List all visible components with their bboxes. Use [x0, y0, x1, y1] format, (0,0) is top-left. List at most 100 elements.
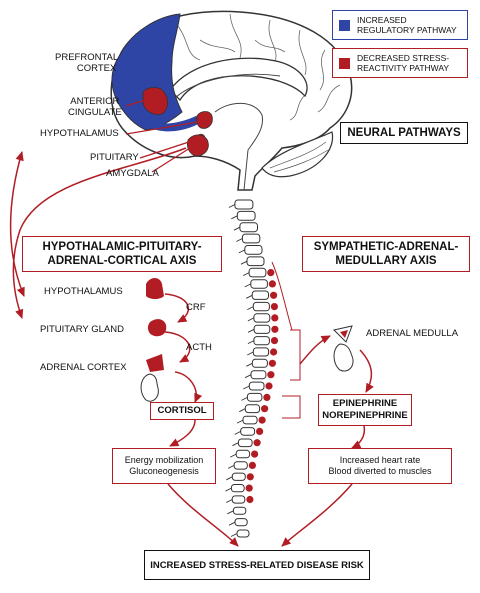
- label-adrenal-medulla: ADRENAL MEDULLA: [366, 328, 459, 339]
- ganglion-dot: [246, 495, 254, 504]
- ganglion-dot: [267, 269, 275, 277]
- amygdala-region: [187, 134, 209, 157]
- hormones-to-effects-arrow: [351, 425, 366, 449]
- ganglion-dot: [270, 303, 278, 311]
- connectors: [9, 147, 374, 547]
- label-amygdala-brain: AMYGDALA: [106, 168, 159, 179]
- label-prefrontal-cortex: PREFRONTAL CORTEX: [55, 52, 118, 74]
- cortisol-to-effects-arrow: [169, 419, 196, 447]
- spinous-process: [247, 306, 254, 311]
- label-cingulate: CINGULATE: [68, 107, 122, 118]
- spinous-process: [247, 317, 255, 322]
- adrenal-cortex-icon: [146, 354, 164, 372]
- vertebra: [232, 506, 247, 515]
- spinous-process: [227, 510, 234, 515]
- spinous-process: [247, 340, 255, 345]
- spinous-process: [230, 533, 238, 537]
- sam-effect-2: Blood diverted to muscles: [328, 466, 432, 476]
- spinal-column: [225, 199, 271, 538]
- sam-title-line1: SYMPATHETIC-ADRENAL-: [313, 241, 459, 253]
- vertebra: [246, 256, 265, 267]
- corpus-callosum: [169, 57, 308, 102]
- hpa-effect-1: Energy mobilization: [124, 455, 204, 465]
- crf-arrow: [164, 293, 190, 323]
- vertebra: [251, 358, 268, 368]
- label-adrenal-cortex: ADRENAL CORTEX: [40, 362, 127, 373]
- hpa-title-line1: HYPOTHALAMIC-PITUITARY-: [42, 241, 202, 253]
- ganglion-dot: [267, 371, 275, 379]
- sam-axis-title: SYMPATHETIC-ADRENAL- MEDULLARY AXIS: [302, 236, 470, 272]
- ganglion-dot: [261, 405, 269, 413]
- spinous-process: [245, 294, 253, 299]
- sympathetic-ganglia: [245, 269, 279, 504]
- hpa-axis-title: HYPOTHALAMIC-PITUITARY- ADRENAL-CORTICAL…: [22, 236, 222, 272]
- ganglion-dot: [270, 291, 278, 299]
- label-anterior-cingulate: ANTERIOR CINGULATE: [68, 96, 122, 118]
- ganglion-dot: [268, 359, 276, 367]
- vertebra: [250, 370, 267, 380]
- spinous-process: [225, 487, 232, 492]
- vertebra: [253, 324, 271, 334]
- hypothalamus-organ-icon: [146, 278, 164, 299]
- hpa-effect-2: Gluconeogenesis: [129, 466, 199, 476]
- spinous-process: [227, 464, 235, 469]
- vertebra: [244, 404, 261, 414]
- spinous-process: [228, 204, 236, 208]
- label-prefrontal-line1: PREFRONTAL: [55, 52, 119, 63]
- disease-risk-box: INCREASED STRESS-RELATED DISEASE RISK: [144, 550, 370, 580]
- label-pituitary-brain: PITUITARY: [90, 152, 139, 163]
- vertebra: [240, 427, 256, 436]
- pituitary-to-gland-arrow: [12, 147, 187, 319]
- spinous-process: [236, 238, 243, 242]
- ganglion-dot: [248, 461, 256, 469]
- spinous-process: [239, 408, 246, 413]
- spinous-process: [226, 476, 233, 481]
- spinous-process: [247, 328, 255, 333]
- label-epinephrine: EPINEPHRINE: [332, 398, 398, 409]
- acth-arrow: [164, 331, 191, 363]
- vertebra: [248, 381, 265, 391]
- vertebra: [233, 461, 248, 470]
- ganglion-dot: [270, 337, 279, 345]
- sam-organs: [333, 325, 354, 372]
- legend-regulatory: INCREASED REGULATORY PATHWAY: [332, 10, 468, 40]
- spinous-process: [238, 249, 246, 254]
- label-norepinephrine: NOREPINEPHRINE: [322, 410, 408, 421]
- vertebra: [234, 518, 248, 527]
- spinous-process: [246, 362, 253, 367]
- ganglion-dot: [270, 348, 278, 356]
- ganglion-dot: [251, 450, 259, 458]
- vertebra: [241, 233, 261, 244]
- legend-stress: DECREASED STRESS-REACTIVITY PATHWAY: [332, 48, 468, 78]
- vertebra: [253, 336, 270, 346]
- ganglion-dot: [263, 393, 271, 401]
- ganglion-dot: [271, 314, 279, 322]
- neural-pathways-title: NEURAL PATHWAYS: [340, 122, 468, 144]
- label-crf: CRF: [186, 302, 206, 313]
- legend-regulatory-label: INCREASED REGULATORY PATHWAY: [357, 15, 457, 35]
- vertebra: [252, 301, 270, 312]
- vertebra: [248, 267, 267, 278]
- spinous-process: [241, 396, 248, 401]
- label-hypothalamus-brain: HYPOTHALAMUS: [40, 128, 119, 139]
- legend-red-swatch: [339, 57, 350, 69]
- label-hypothalamus-hpa: HYPOTHALAMUS: [44, 286, 123, 297]
- vertebra: [244, 245, 263, 255]
- cortisol-label: CORTISOL: [157, 405, 207, 416]
- vertebra: [253, 313, 271, 323]
- vertebra: [237, 438, 253, 448]
- anterior-cingulate-region: [142, 87, 168, 115]
- catecholamines-box: EPINEPHRINE NOREPINEPHRINE: [318, 394, 412, 426]
- sam-title-line2: MEDULLARY AXIS: [335, 255, 437, 267]
- hpa-effects-box: Energy mobilization Gluconeogenesis: [112, 448, 216, 484]
- spinous-process: [225, 499, 233, 503]
- spinous-process: [243, 385, 250, 390]
- sam-to-risk-arrow: [281, 483, 353, 547]
- hpa-organs: [140, 278, 167, 402]
- spinous-process: [231, 215, 238, 220]
- spinous-process: [247, 351, 254, 356]
- vertebra: [231, 472, 246, 481]
- spinous-process: [236, 419, 244, 424]
- vertebra: [230, 484, 245, 493]
